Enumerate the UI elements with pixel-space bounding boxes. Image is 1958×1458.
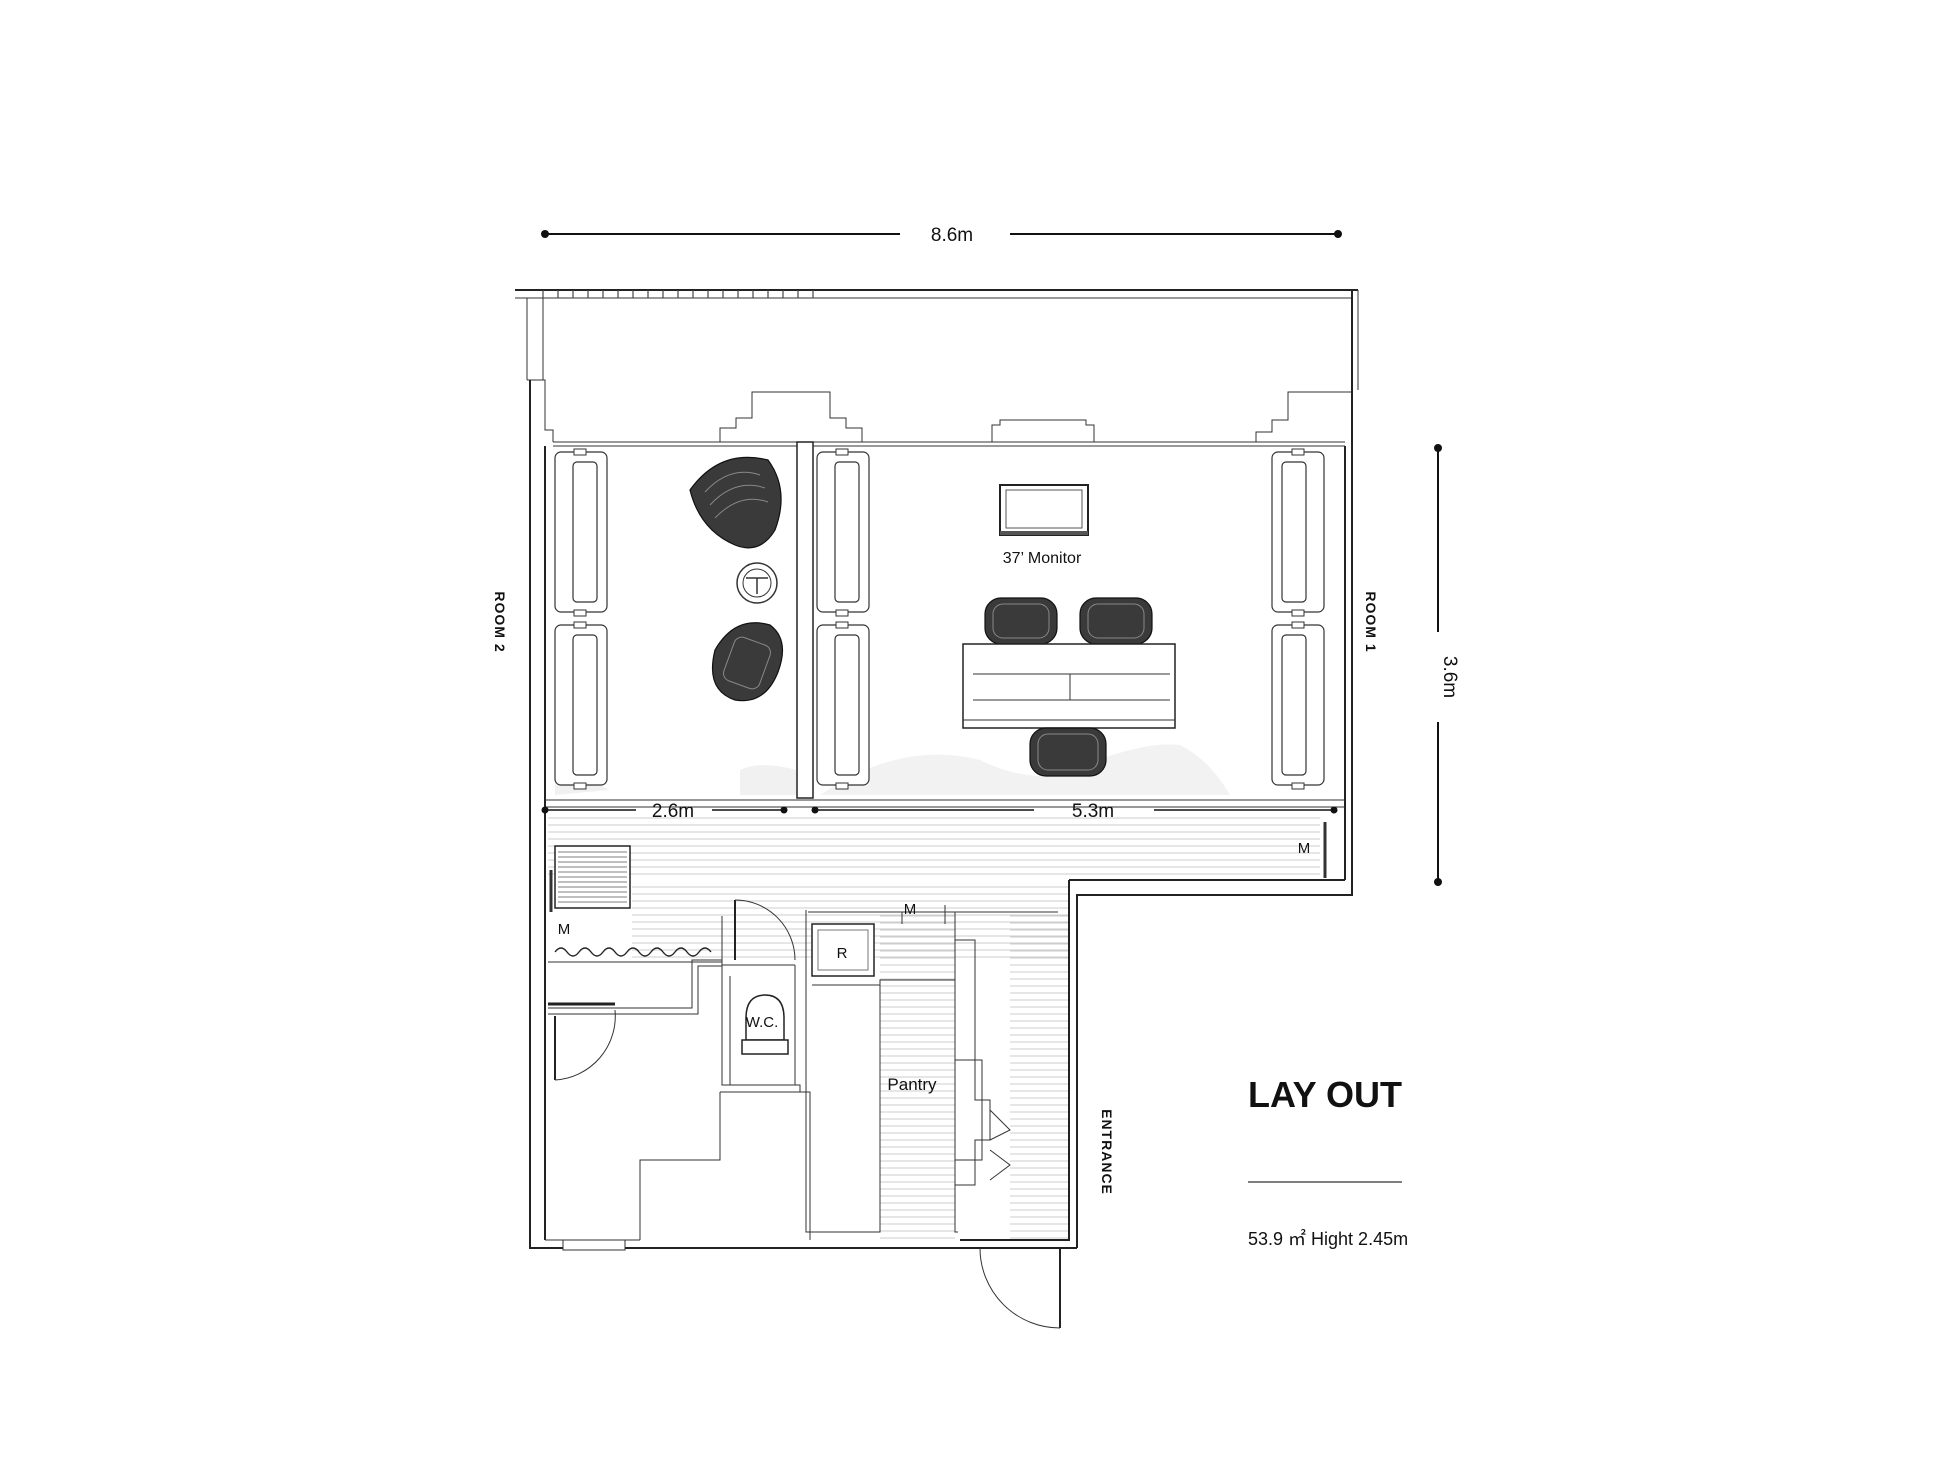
- wc-label: W.C.: [746, 1014, 779, 1031]
- meeting-table: [962, 643, 1176, 729]
- monitor: [999, 484, 1089, 536]
- room1-sofa-right-top: [1271, 448, 1325, 617]
- dimension-room1-label: 5.3m: [1072, 801, 1114, 822]
- layout-title: LAY OUT: [1248, 1074, 1402, 1115]
- door-entrance: [979, 1247, 1061, 1329]
- entrance-label: ENTRANCE: [1099, 1109, 1115, 1195]
- railing-ticks: [542, 290, 814, 298]
- room1-sofa-left-bottom: [816, 621, 870, 790]
- room1-sofa-left-top: [816, 448, 870, 617]
- wc-toilet: [741, 994, 789, 1055]
- refrigerator-label: R: [837, 945, 848, 962]
- monitor-label: 37’ Monitor: [1003, 550, 1082, 567]
- dimension-height-right: 3.6m: [1434, 444, 1460, 886]
- dimension-height-right-label: 3.6m: [1439, 656, 1460, 698]
- dimension-width-total-label: 8.6m: [931, 225, 973, 246]
- terrace: [515, 289, 1359, 390]
- window-wall: [527, 379, 1353, 447]
- room2-side-table: [736, 562, 778, 604]
- door-wc: [734, 899, 796, 961]
- dimension-width-total: 8.6m: [541, 225, 1342, 246]
- pantry-walls: [805, 905, 1058, 1233]
- meeting-chair-2: [1079, 597, 1153, 645]
- room2-sofa-bottom: [554, 621, 608, 790]
- m-label-right: M: [1298, 840, 1311, 857]
- area-info: 53.9 ㎡ Hight 2.45m: [1248, 1228, 1408, 1249]
- room-divider: [545, 441, 1345, 808]
- pantry-label: Pantry: [887, 1075, 937, 1094]
- room1-sofa-right-bottom: [1271, 621, 1325, 790]
- inner-walls-lower: [545, 916, 811, 1251]
- storage-box: [554, 845, 631, 909]
- room2-armchair: [711, 622, 784, 702]
- corridor-floor: [548, 817, 1320, 1239]
- curtain: [548, 947, 722, 963]
- dimension-room1: 5.3m: [811, 801, 1338, 822]
- dimension-room2-label: 2.6m: [652, 801, 694, 822]
- m-label-left: M: [558, 921, 571, 938]
- room2-label: ROOM 2: [492, 591, 508, 652]
- m-label-center: M: [904, 901, 917, 918]
- meeting-chair-1: [984, 597, 1058, 645]
- dimension-room2: 2.6m: [541, 801, 788, 822]
- room1-label: ROOM 1: [1363, 591, 1379, 652]
- room2-lounge-chair: [689, 456, 782, 549]
- meeting-chair-3: [1029, 727, 1107, 777]
- room2-sofa-top: [554, 448, 608, 617]
- outer-walls: [529, 380, 1353, 1249]
- door-storage: [554, 1009, 616, 1081]
